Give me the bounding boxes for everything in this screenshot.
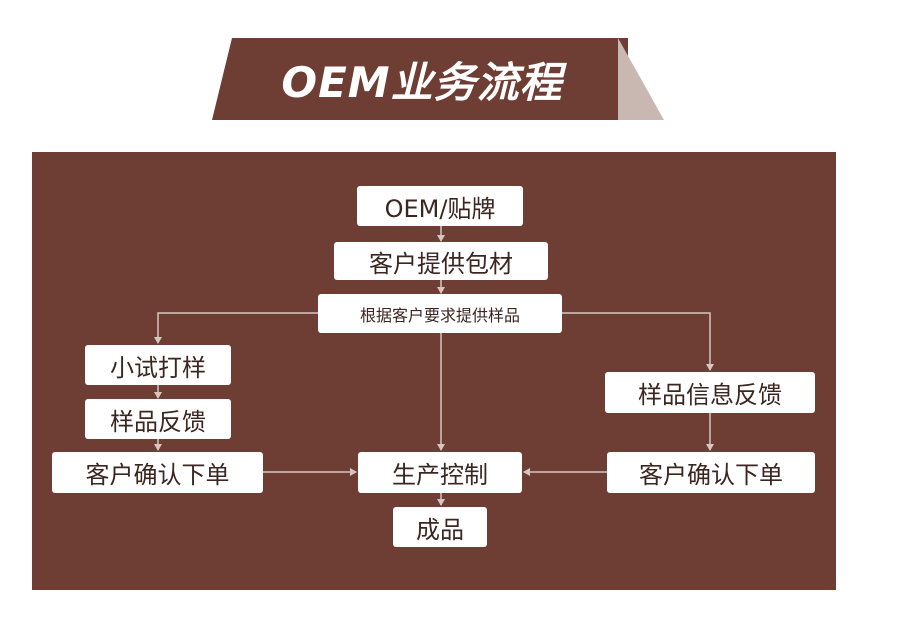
node-feedback-right: 样品信息反馈 bbox=[605, 372, 815, 413]
node-trial: 小试打样 bbox=[85, 345, 231, 385]
page-title: OEM业务流程 bbox=[281, 57, 563, 107]
node-finished: 成品 bbox=[393, 507, 487, 547]
node-samples: 根据客户要求提供样品 bbox=[318, 294, 562, 333]
node-feedback-left: 样品反馈 bbox=[85, 399, 231, 439]
connector-samples-left bbox=[154, 312, 318, 344]
title-banner bbox=[212, 38, 628, 120]
node-confirm-right: 客户确认下单 bbox=[607, 452, 815, 493]
node-oem: OEM/贴牌 bbox=[357, 186, 523, 226]
node-confirm-left: 客户确认下单 bbox=[52, 452, 263, 493]
connector-samples-right bbox=[562, 312, 714, 371]
node-packaging: 客户提供包材 bbox=[334, 242, 548, 280]
node-production: 生产控制 bbox=[358, 452, 522, 493]
